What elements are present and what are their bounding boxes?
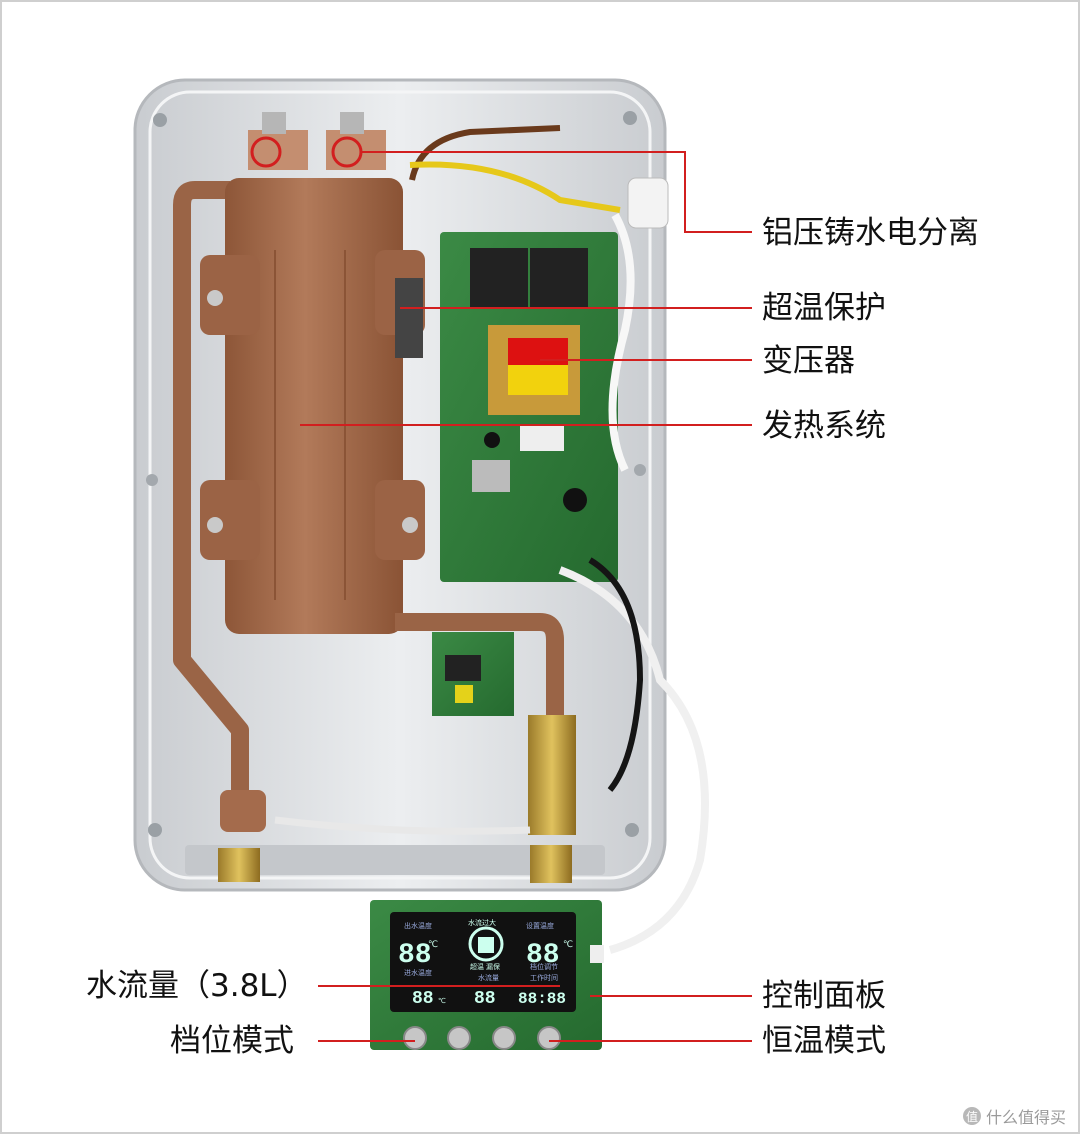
warn-label: 水流过大 (468, 918, 496, 927)
out-temp-digits: 88 (398, 940, 432, 971)
callout-gear: 档位模式 (170, 1023, 294, 1059)
inlet-fitting (218, 848, 260, 882)
callout-panel: 控制面板 (762, 978, 886, 1014)
button-2[interactable] (447, 1026, 471, 1050)
callout-transformer: 变压器 (762, 343, 855, 379)
set-temp-unit: ℃ (563, 940, 573, 950)
button-3[interactable] (492, 1026, 516, 1050)
callout-leaders (300, 151, 752, 1042)
out-temp-unit: ℃ (428, 940, 438, 950)
flow-ring-icon (468, 926, 504, 962)
callout-constant: 恒温模式 (762, 1023, 886, 1059)
in-temp-unit: ℃ (438, 997, 446, 1005)
outlet-pipe (395, 613, 564, 720)
callout-overheat: 超温保护 (762, 290, 886, 326)
callout-separation: 铝压铸水电分离 (762, 215, 979, 251)
flow-pcb (432, 632, 514, 716)
flow-digits: 88 (474, 989, 496, 1009)
inlet-pipe (173, 181, 249, 800)
heating-tank (200, 178, 425, 634)
main-pcb (440, 232, 618, 582)
button-4[interactable] (537, 1026, 561, 1050)
watermark: 值 什么值得买 (962, 1104, 1066, 1128)
flow-label: 水流量 (478, 973, 499, 982)
out-temp-label: 出水温度 (404, 921, 432, 930)
mode-labels: 超温 漏保 (470, 962, 500, 971)
callout-flow: 水流量（3.8L） (86, 968, 308, 1004)
in-temp-digits: 88 (412, 989, 434, 1009)
in-temp-label: 进水温度 (404, 968, 432, 977)
control-panel: 出水温度 88 ℃ 水流过大 设置温度 88 ℃ 进水温度 88 ℃ 超温 漏保… (370, 900, 604, 1050)
set-temp-digits: 88 (526, 940, 560, 971)
time-digits: 88:88 (518, 990, 566, 1008)
flow-sensor (528, 715, 576, 835)
watermark-text: 什么值得买 (985, 1108, 1066, 1127)
set-temp-label: 设置温度 (526, 921, 554, 930)
watermark-badge-icon: 值 (962, 1107, 981, 1125)
power-terminals (248, 112, 386, 170)
button-1[interactable] (403, 1026, 427, 1050)
gear-label: 档位调节 (530, 962, 558, 971)
callout-heating: 发热系统 (762, 408, 886, 444)
time-label: 工作时间 (530, 973, 558, 982)
